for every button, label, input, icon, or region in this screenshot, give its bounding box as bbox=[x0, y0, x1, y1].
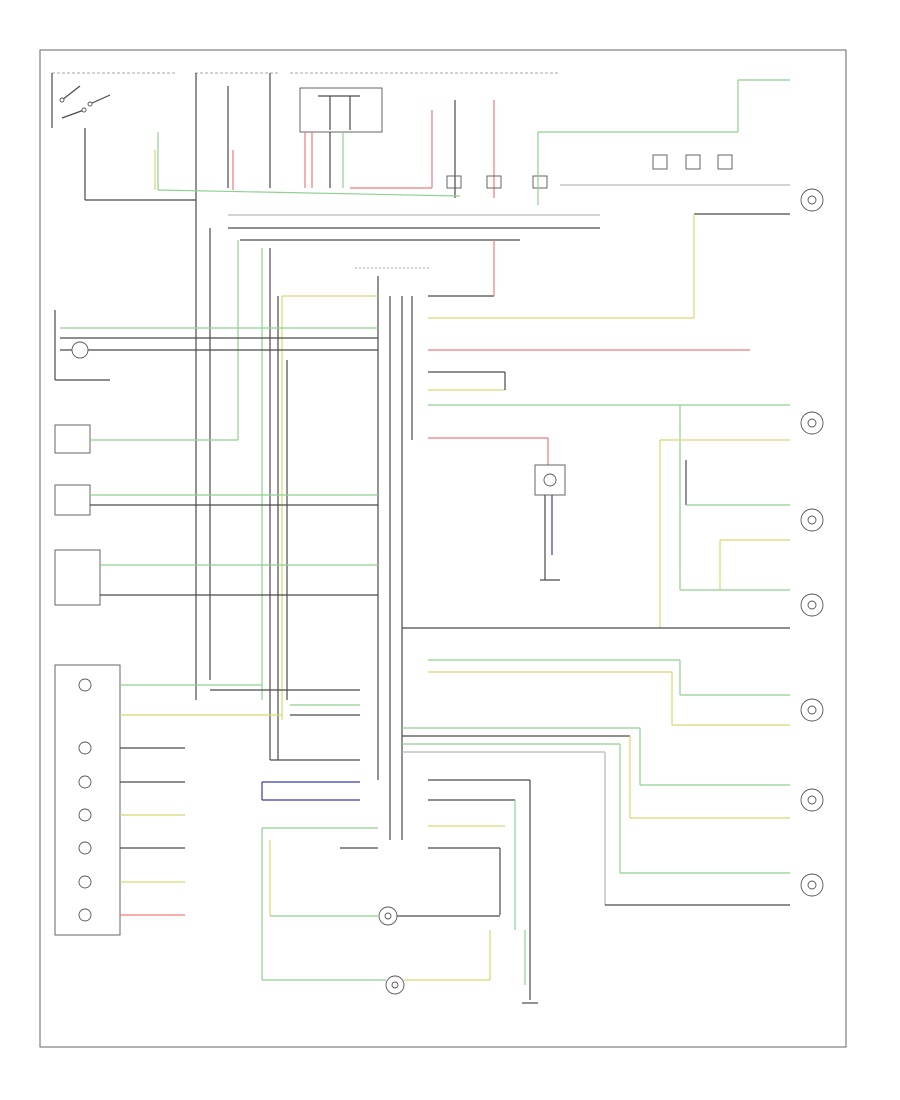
rear-defogger-module bbox=[560, 154, 824, 215]
brake-fluid-sensor bbox=[54, 484, 378, 516]
diagram-frame bbox=[39, 49, 847, 1048]
washer-lamp bbox=[262, 930, 491, 995]
fog-light bbox=[270, 906, 500, 926]
clock bbox=[54, 424, 238, 454]
fuel-gauge-module bbox=[428, 437, 566, 581]
speed-sensor bbox=[54, 310, 110, 381]
combination-meter bbox=[54, 664, 121, 936]
accessory-module bbox=[54, 549, 378, 606]
right-lamps bbox=[800, 411, 824, 897]
fuse-supply bbox=[195, 72, 560, 133]
ignition-switch bbox=[51, 72, 175, 128]
fuse-group bbox=[446, 175, 548, 189]
